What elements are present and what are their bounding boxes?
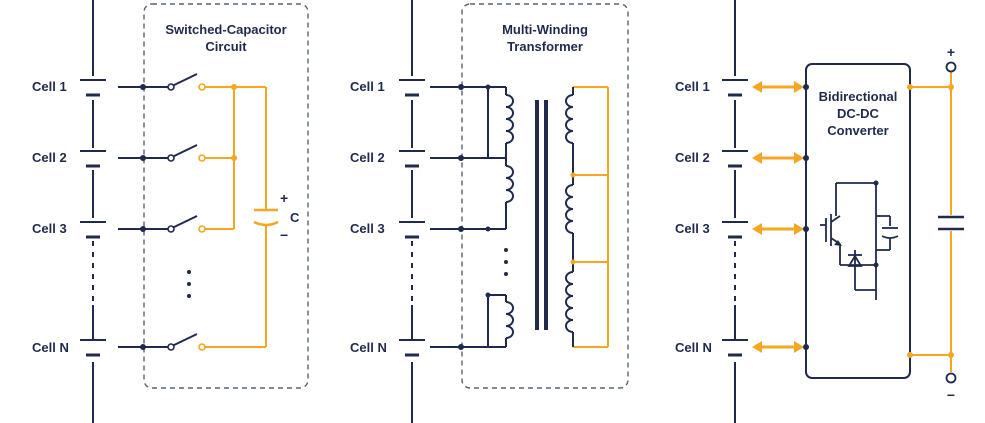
cell-2-label: Cell 2: [32, 150, 67, 165]
switch-rows: [118, 73, 198, 348]
terminal-minus-icon: [945, 372, 957, 384]
switch-icon: [167, 83, 175, 91]
node-dot: [140, 155, 146, 161]
transformer-core-icon: [535, 100, 548, 330]
cell-3-label: Cell 3: [675, 221, 710, 236]
capacitor-minus: −: [280, 227, 288, 243]
cell-3-label: Cell 3: [350, 221, 385, 236]
transformer-box: [461, 3, 629, 389]
node-dot: [140, 84, 146, 90]
node-dot: [140, 344, 146, 350]
ellipsis-dots: [187, 270, 191, 298]
converter-title-3: Converter: [827, 123, 888, 138]
cell-1-label: Cell 1: [675, 79, 710, 94]
cell-1-label: Cell 1: [32, 79, 67, 94]
transformer-title-1: Multi-Winding: [502, 22, 588, 37]
switch-icon: [167, 225, 175, 233]
capacitor-label: C: [290, 210, 300, 225]
transformer-title-2: Transformer: [507, 39, 583, 54]
panel-dcdc: Cell 1 Cell 2 Cell 3 Cell N Bidirectiona…: [675, 0, 964, 423]
panel-switched-capacitor: Cell 1 Cell 2 Cell 3 Cell N Switched-Cap…: [32, 0, 309, 423]
terminal-plus-label: +: [947, 44, 955, 60]
cell-n-label: Cell N: [675, 340, 712, 355]
capacitor-plus: +: [280, 190, 288, 206]
cell-3-label: Cell 3: [32, 221, 67, 236]
secondary-windings: [573, 86, 609, 348]
node-dot: [140, 226, 146, 232]
terminal-minus-label: −: [947, 387, 955, 403]
battery-stack-3: [722, 0, 748, 423]
ellipsis-dots: [504, 248, 508, 276]
battery-stack-1: [80, 0, 106, 423]
cell-n-label: Cell N: [350, 340, 387, 355]
output-bus: [910, 72, 952, 372]
switch-icon: [167, 154, 175, 162]
panel-multi-winding: Cell 1 Cell 2 Cell 3 Cell N Multi-Windin…: [350, 0, 629, 423]
switched-capacitor-title-1: Switched-Capacitor: [165, 22, 286, 37]
cell-1-label: Cell 1: [350, 79, 385, 94]
battery-stack-2: [399, 0, 425, 423]
terminal-plus-icon: [945, 61, 957, 73]
switch-icon: [167, 343, 175, 351]
converter-title-1: Bidirectional: [819, 89, 898, 104]
arrow-double-icon: [752, 81, 804, 353]
switched-capacitor-box: [143, 3, 309, 389]
capacitor-bus: [204, 86, 279, 348]
converter-title-2: DC-DC: [837, 106, 879, 121]
primary-windings: [430, 86, 514, 348]
cell-n-label: Cell N: [32, 340, 69, 355]
igbt-icon: [820, 182, 899, 300]
diode-icon: [847, 254, 863, 290]
cell-2-label: Cell 2: [675, 150, 710, 165]
converter-box: [805, 63, 911, 379]
cell-2-label: Cell 2: [350, 150, 385, 165]
capacitor-icon: [938, 215, 964, 231]
switched-capacitor-title-2: Circuit: [205, 39, 247, 54]
